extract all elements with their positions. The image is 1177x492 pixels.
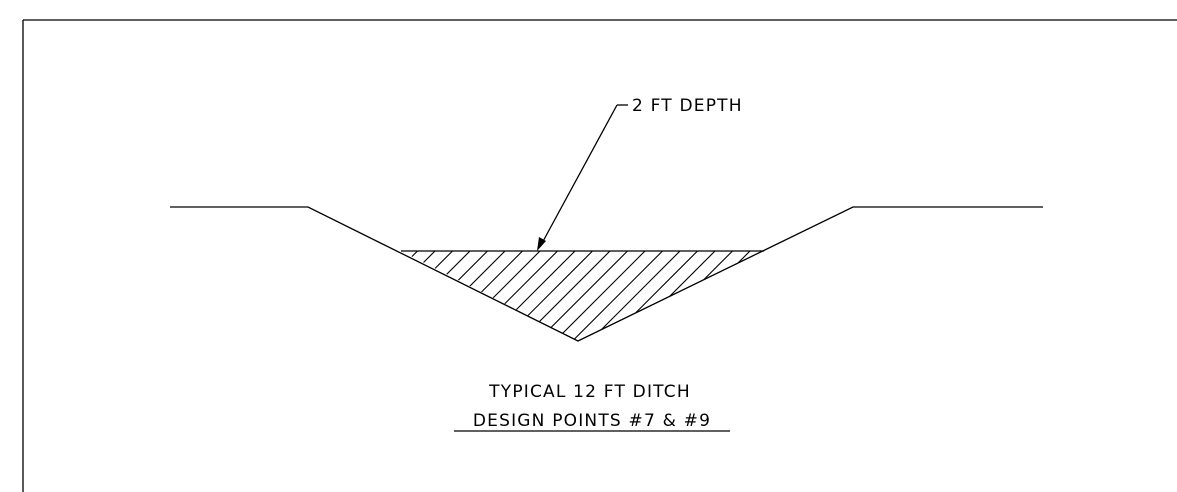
hatch-line (655, 251, 751, 341)
hatch-line (708, 251, 764, 341)
hatch-line (498, 251, 593, 341)
drawing-subtitle: DESIGN POINTS #7 & #9 (473, 411, 711, 431)
depth-callout-label: 2 FT DEPTH (632, 96, 743, 116)
hatch-line (603, 251, 698, 341)
drawing-border (22, 19, 1177, 492)
hatch-line (401, 251, 488, 341)
hatch-line (515, 251, 611, 341)
depth-callout-leader (540, 104, 628, 246)
hatch-line (401, 251, 471, 341)
hatch-line (638, 251, 733, 341)
hatch-line (401, 251, 418, 341)
hatch-line (445, 251, 541, 341)
hatch-line (550, 251, 646, 341)
hatch-line (463, 251, 558, 341)
ditch-profile-line (170, 206, 1043, 342)
depth-hatch-fill (306, 251, 764, 345)
hatch-line (725, 251, 764, 341)
hatch-line (690, 251, 764, 341)
hatch-line (428, 251, 523, 341)
hatch-line (401, 251, 453, 341)
drawing-title: TYPICAL 12 FT DITCH (488, 382, 691, 402)
hatch-line (401, 251, 436, 341)
hatch-line (533, 251, 628, 341)
hatch-line (306, 251, 400, 345)
hatch-line (673, 251, 764, 341)
callout-arrowhead (537, 237, 546, 251)
hatch-line (620, 251, 716, 341)
hatch-line (568, 251, 663, 341)
hatch-line (480, 251, 576, 341)
